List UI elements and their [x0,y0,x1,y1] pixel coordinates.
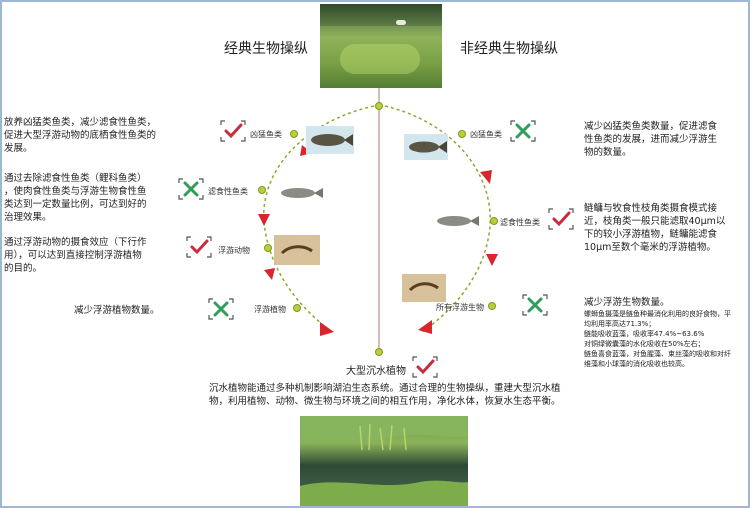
right-node-dot-1 [458,130,466,138]
bottom-node-label: 大型沉水植物 [346,366,406,377]
left-text-2: 通过去除滤食性鱼类（鲤科鱼类），使肉食性鱼类与浮游生物食性鱼类达到一定数量比例，… [4,173,147,223]
left-node-label-4: 浮游植物 [254,305,286,314]
plankton-photo-right [402,274,446,302]
lake-photo-top [320,4,442,88]
left-text-3: 通过浮游动物的摄食效应（下行作用），可以达到直接控制浮游植物的目的。 [4,237,147,274]
zooplankton-photo-left [274,235,320,265]
right-arrow-1 [480,170,492,184]
left-node-dot-3 [264,244,272,252]
aquatic-plants-photo-bottom [300,416,468,506]
right-text-1: 减少凶猛类鱼类数量，促进滤食性鱼类的发展，进而减少浮游生物的数量。 [584,121,718,158]
right-node-label-3: 所有浮游生物 [436,303,484,312]
right-title: 非经典生物操纵 [460,41,558,57]
cross-icon [178,178,204,200]
right-detail-text: 螺蛳鱼摄藻是鲢鱼种最消化利用的良好食物，平均利用率高达71.3%；鲢能吸收蓝藻，… [584,310,731,368]
top-node-dot [375,102,383,110]
left-node-label-2: 滤食性鱼类 [208,187,248,196]
predatory-fish-photo-right [404,134,448,160]
cross-icon [208,298,234,320]
right-node-dot-3 [488,302,496,310]
check-icon [412,356,438,378]
right-arrow-3 [418,320,432,334]
left-node-dot-2 [258,186,266,194]
right-arrow-2 [486,254,498,266]
left-title: 经典生物操纵 [224,41,308,57]
check-icon [220,120,246,142]
left-arrow-3 [264,268,275,280]
left-text-1: 放养凶猛类鱼类，减少滤食性鱼类，促进大型浮游动物的底栖食性鱼类的发展。 [4,117,157,154]
filter-fish-photo-right [432,211,480,231]
right-text-3: 减少浮游生物数量。 [584,297,670,308]
check-icon [186,236,212,258]
left-arrow-2 [258,214,270,226]
bottom-node-dot [375,348,383,356]
left-arc [263,105,375,333]
right-node-label-1: 凶猛鱼类 [470,130,502,139]
right-node-dot-2 [490,217,498,225]
cross-icon [510,120,536,142]
left-node-dot-1 [290,130,298,138]
right-arc [384,105,491,333]
left-text-4: 减少浮游植物数量。 [74,305,160,316]
left-arrow-4 [320,322,334,336]
right-text-2: 鲢鳙与牧食性枝角类摄食模式接近，枝角类一般只能滤取40μm以下的较小浮游植物，鲢… [584,203,726,253]
left-node-dot-4 [293,304,301,312]
left-node-label-1: 凶猛鱼类 [250,130,282,139]
bottom-text: 沉水植物能通过多种机制影响湖泊生态系统。通过合理的生物操纵，重建大型沉水植物，利… [209,383,561,407]
check-icon [548,208,574,230]
right-node-label-2: 滤食性鱼类 [500,218,540,227]
predatory-fish-photo-left [306,126,354,154]
left-node-label-3: 浮游动物 [218,246,250,255]
cross-icon [522,294,548,316]
filter-fish-photo-left [276,182,324,204]
